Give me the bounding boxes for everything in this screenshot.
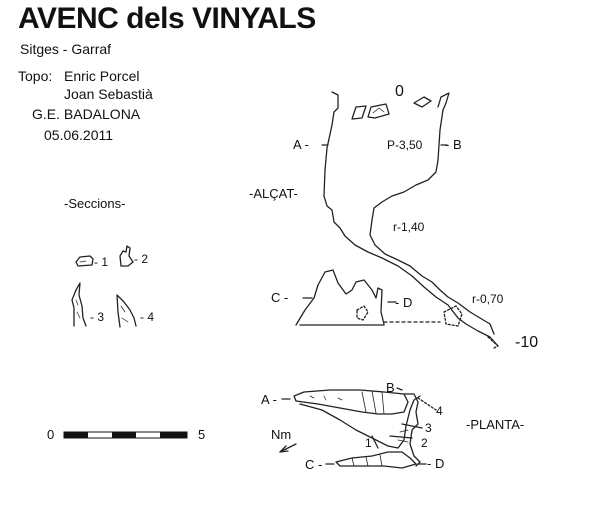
profile-label-b: - B	[445, 137, 462, 152]
group-name: G.E. BADALONA	[32, 106, 141, 122]
plan-section-markers	[371, 397, 437, 449]
profile-label-c: C -	[271, 290, 289, 305]
plan-label-b: B	[386, 380, 395, 395]
section-2-label: - 2	[134, 252, 149, 266]
location-label: Sitges - Garraf	[20, 41, 112, 57]
plan-label-d: - D	[427, 456, 445, 471]
scale-max-label: 5	[198, 427, 206, 442]
north-arrow-icon	[279, 443, 297, 453]
profile-label-a: A -	[293, 137, 309, 152]
plan-leader-lines	[281, 387, 427, 465]
profile-lower-chamber	[295, 269, 499, 349]
plan-section-3: 3	[425, 421, 432, 435]
plan-lower-gallery	[299, 393, 421, 469]
section-2-shape	[119, 245, 134, 267]
depth-top-label: 0	[395, 83, 404, 100]
plan-section-1: 1	[365, 436, 372, 450]
scale-bar	[63, 431, 188, 439]
section-3-label: - 3	[90, 310, 105, 324]
section-4-shape	[116, 294, 137, 328]
section-1-shape	[75, 255, 94, 267]
plan-section-2: 2	[421, 436, 428, 450]
plan-label-a: A -	[261, 392, 277, 407]
author-2: Joan Sebastià	[64, 86, 153, 102]
profile-right-wall	[369, 109, 495, 335]
section-4-label: - 4	[140, 310, 155, 324]
plan-label-c: C -	[305, 457, 323, 472]
ramp-2-label: r-0,70	[472, 292, 504, 306]
author-1: Enric Porcel	[64, 68, 140, 84]
plan-title: -PLANTA-	[466, 417, 525, 432]
shaft-label: P-3,50	[387, 138, 423, 152]
profile-entrance-rocks	[331, 91, 450, 120]
depth-bottom-label: -10	[515, 334, 539, 351]
profile-title: -ALÇAT-	[249, 186, 298, 201]
page-title: AVENC dels VINYALS	[18, 2, 316, 35]
section-1-label: - 1	[94, 255, 109, 269]
scale-min-label: 0	[47, 427, 55, 442]
survey-date: 05.06.2011	[44, 127, 114, 143]
plan-upper-gallery	[293, 389, 409, 415]
sections-title: -Seccions-	[64, 196, 126, 211]
plan-section-4: 4	[436, 404, 443, 418]
topo-label: Topo:	[18, 68, 53, 84]
profile-left-wall	[323, 111, 499, 347]
north-label: Nm	[271, 427, 292, 442]
profile-label-d: - D	[395, 295, 413, 310]
ramp-1-label: r-1,40	[393, 220, 425, 234]
section-3-shape	[71, 282, 87, 327]
profile-leader-lines	[302, 144, 448, 303]
